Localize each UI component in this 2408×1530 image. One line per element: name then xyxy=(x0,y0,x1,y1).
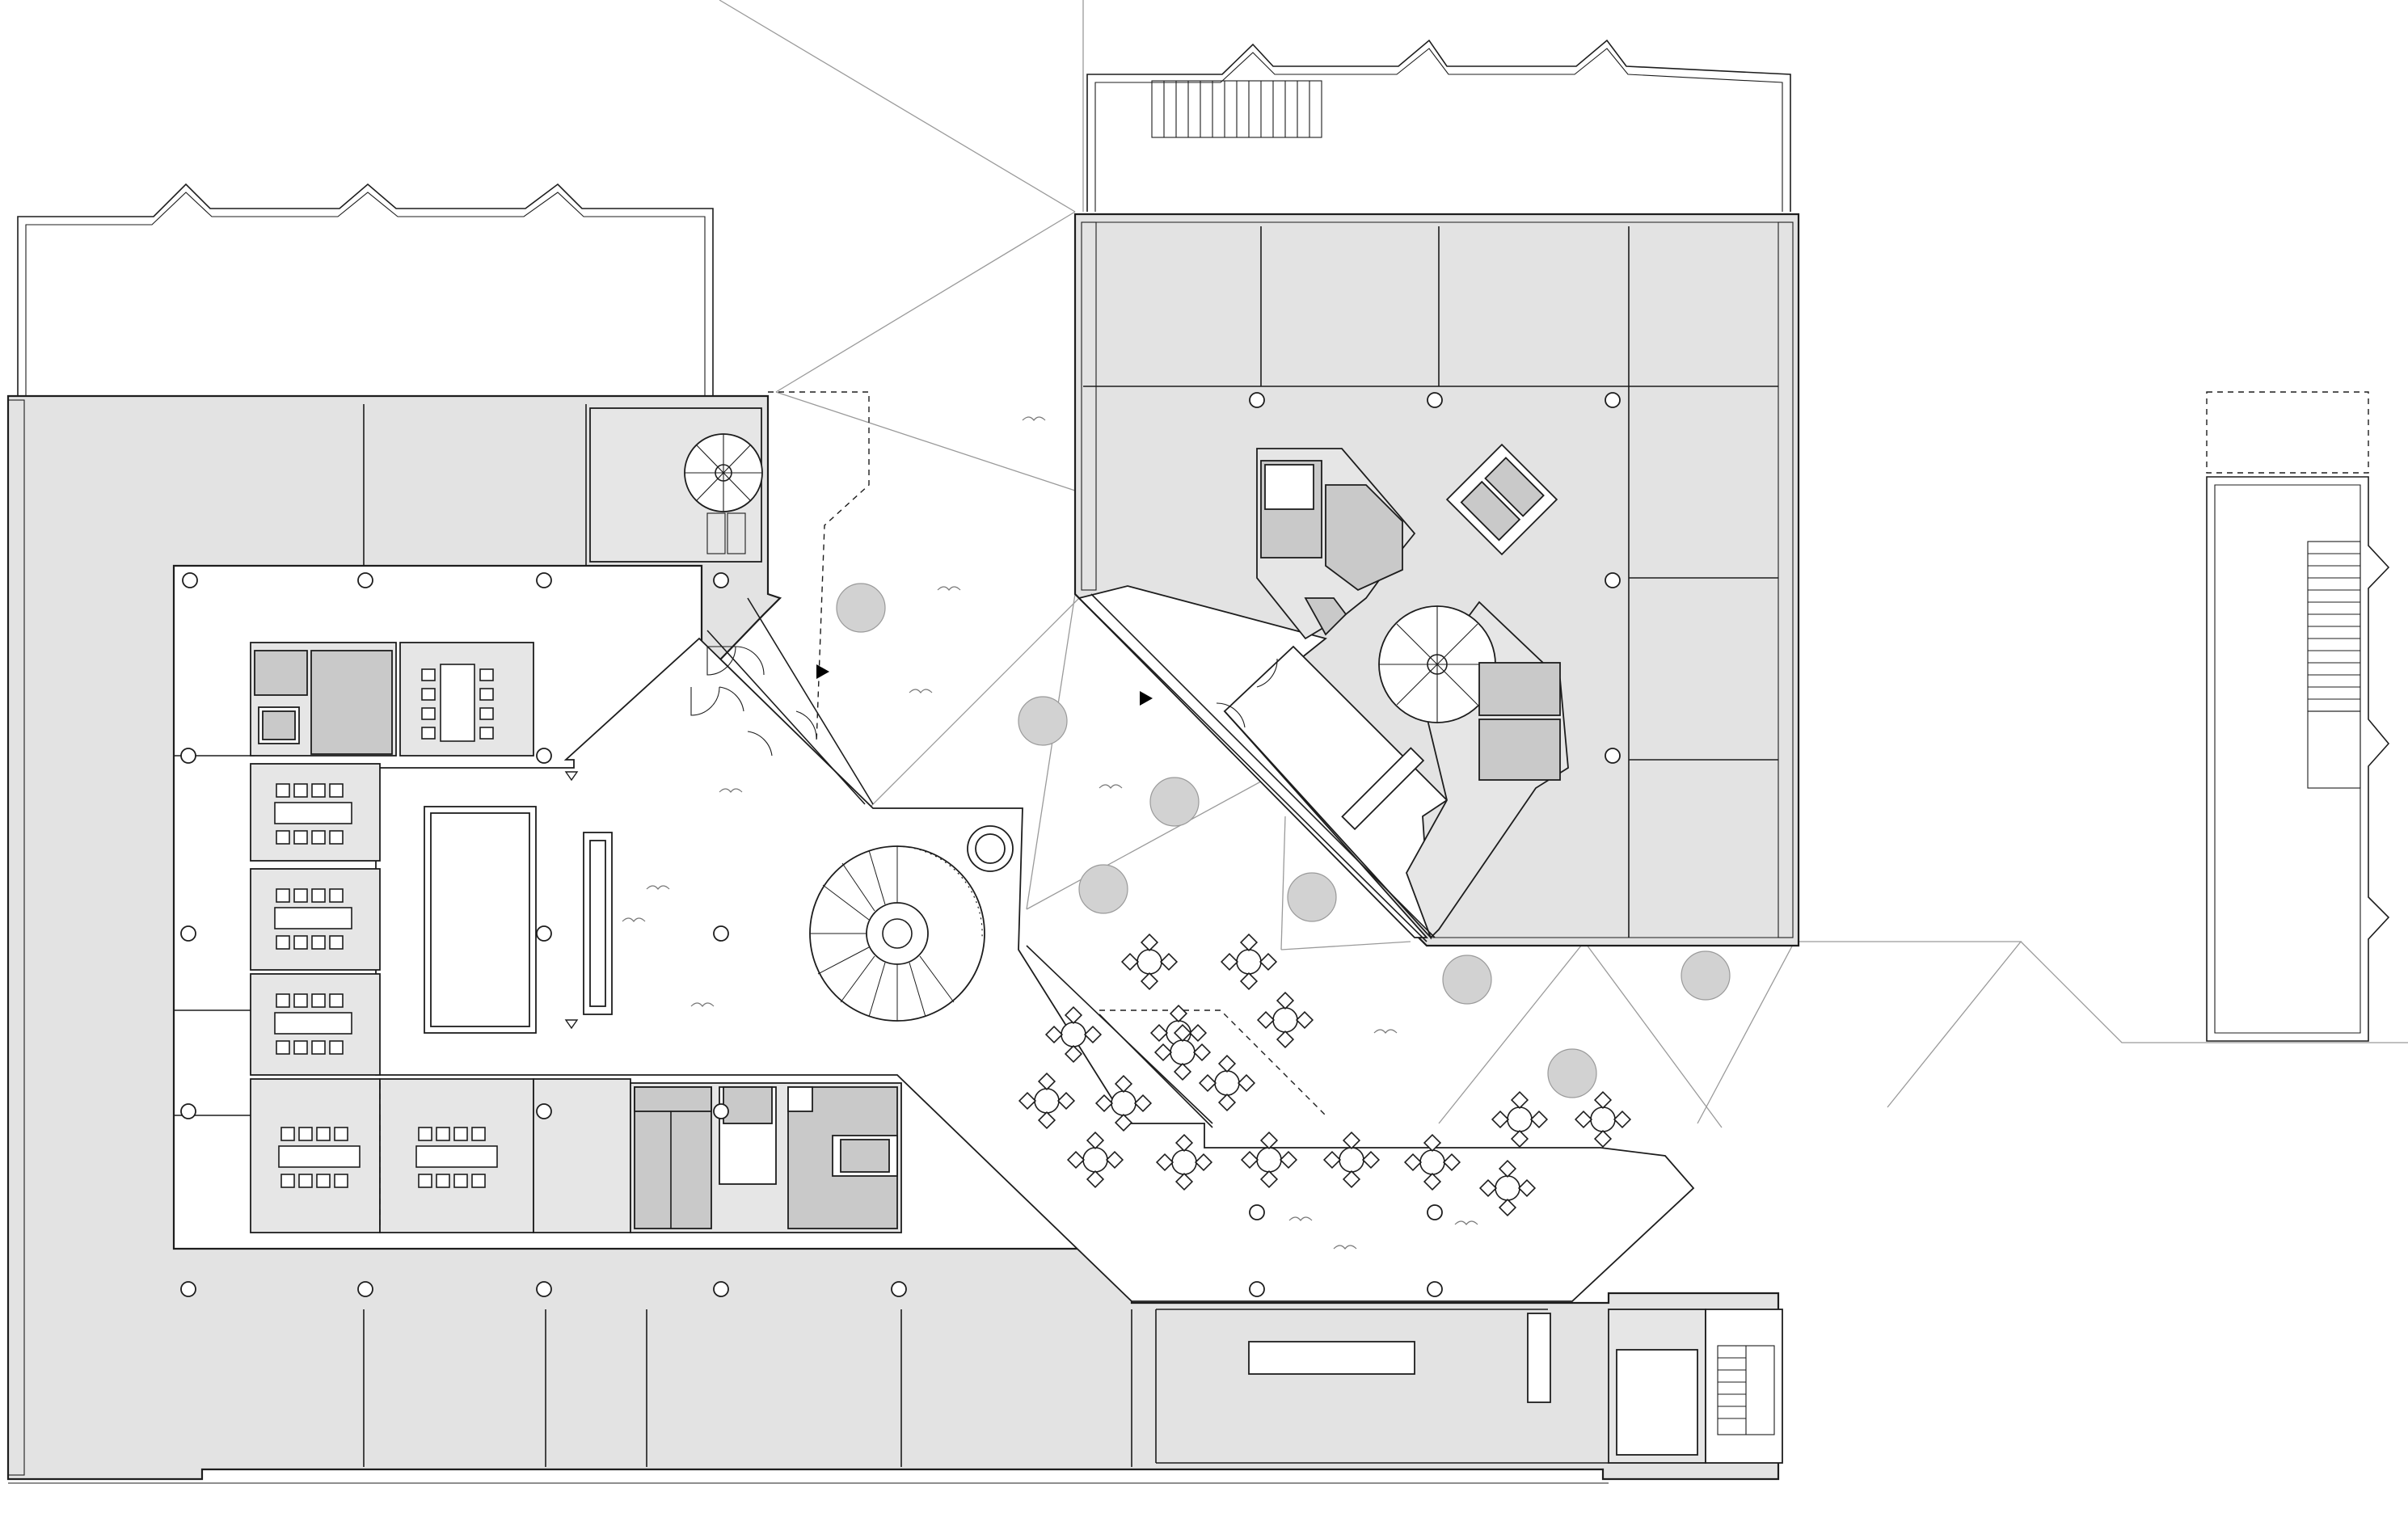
cafe-table xyxy=(1066,1131,1124,1189)
cafe-table xyxy=(1574,1090,1632,1149)
meeting-table-2 xyxy=(274,783,352,845)
cafe-table xyxy=(1240,1131,1298,1189)
meeting-table-3 xyxy=(274,888,352,950)
cafe-table xyxy=(1155,1133,1213,1191)
stair-tower xyxy=(2206,391,2390,1042)
cafe-table xyxy=(1120,933,1179,991)
straight-stair-icon xyxy=(1717,1345,1775,1435)
cafe-table xyxy=(1256,991,1314,1049)
cafe-table xyxy=(1220,933,1278,991)
tree-icon xyxy=(836,583,1731,1098)
straight-stair-icon xyxy=(2307,541,2361,712)
column-icon xyxy=(180,392,1621,1297)
meeting-table-5 xyxy=(278,1127,361,1188)
structural-lines xyxy=(706,593,1436,1128)
meeting-table-6 xyxy=(415,1127,498,1188)
cafe-table xyxy=(1491,1090,1549,1149)
cafe-table xyxy=(1153,1023,1212,1081)
cafe-table xyxy=(1198,1054,1256,1112)
cafe-table xyxy=(1044,1005,1103,1064)
spiral-stair-icon xyxy=(1378,605,1496,723)
cafe-table xyxy=(1322,1131,1381,1189)
straight-stair-icon xyxy=(1151,80,1322,138)
cafe-table xyxy=(1018,1072,1076,1130)
spiral-stair-icon xyxy=(684,433,763,512)
cafe-table xyxy=(1094,1074,1153,1132)
meeting-table-4 xyxy=(274,993,352,1055)
spiral-stair-icon xyxy=(809,845,985,1022)
cafe-table xyxy=(1478,1159,1537,1217)
meeting-table-1 xyxy=(421,664,494,742)
entrance-arrow-icon xyxy=(564,664,1153,1030)
door-swing-icon xyxy=(690,646,1278,757)
cafe-tables xyxy=(1018,933,1632,1217)
left-building xyxy=(6,183,1783,1484)
cafe-table xyxy=(1403,1133,1461,1191)
bird-icon xyxy=(622,416,1478,1250)
central-atrium xyxy=(768,391,1326,1116)
